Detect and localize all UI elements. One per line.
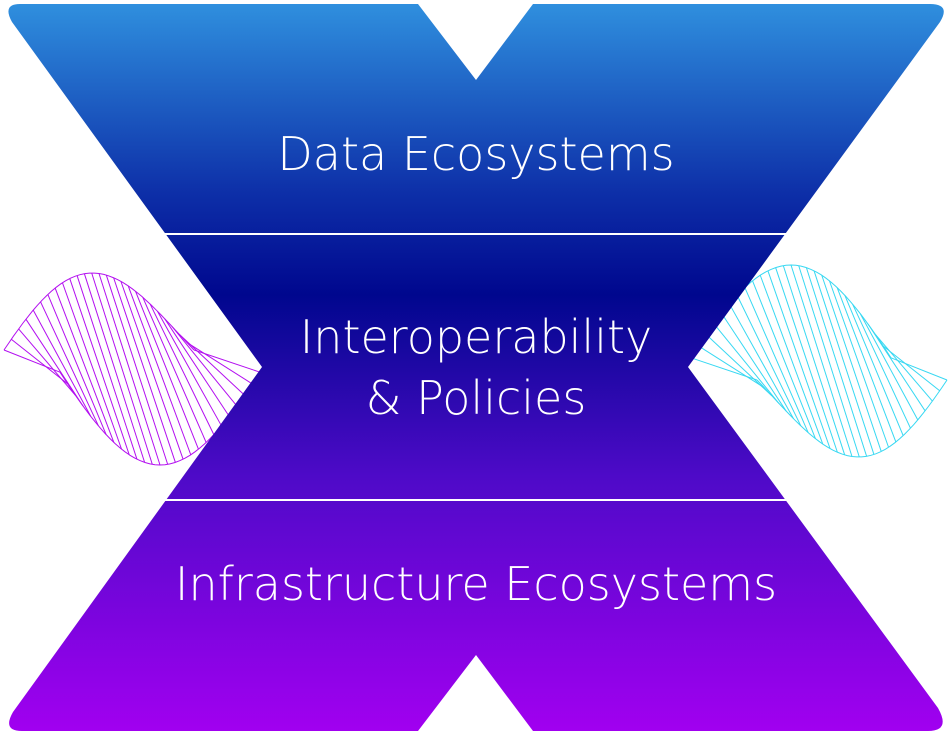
- wave-line: [83, 273, 146, 463]
- wave-line: [690, 357, 758, 381]
- x-shape: [8, 4, 944, 731]
- wave-line: [157, 311, 222, 427]
- wave-line: [859, 313, 919, 421]
- section-label-infrastructure-ecosystems: Infrastructure Ecosystems: [175, 557, 777, 611]
- wave-line: [875, 334, 933, 402]
- wave-line: [91, 272, 153, 465]
- wave-line: [32, 309, 92, 417]
- section-label-interoperability: Interoperability: [300, 310, 653, 364]
- wave-line: [775, 267, 838, 453]
- wave-line: [798, 265, 860, 458]
- wave-line: [69, 278, 130, 455]
- wave-line: [135, 291, 199, 450]
- wave-line: [767, 270, 831, 449]
- wave-line: [186, 341, 253, 385]
- wave-line: [76, 275, 138, 460]
- wave-line: [25, 318, 84, 407]
- wave-line: [805, 267, 868, 457]
- wave-line: [40, 301, 99, 427]
- wave-line: [813, 270, 875, 455]
- wave-line: [127, 285, 192, 455]
- wave-line: [736, 295, 802, 427]
- wave-line: [882, 345, 941, 392]
- wave-line: [113, 277, 176, 463]
- wave-line: [149, 303, 215, 435]
- wave-line: [852, 303, 911, 429]
- wave-outline: [756, 379, 948, 458]
- wave-line: [821, 275, 882, 452]
- wave-line: [164, 318, 230, 417]
- wave-line: [54, 287, 115, 443]
- wave-line: [98, 273, 161, 466]
- wave-line: [713, 323, 780, 404]
- wave-line: [844, 295, 904, 436]
- section-label-policies: & Policies: [366, 371, 587, 425]
- wave-line: [752, 280, 816, 439]
- wave-line: [3, 349, 61, 373]
- wave-line: [790, 264, 853, 457]
- wave-line: [142, 297, 207, 443]
- wave-line: [890, 357, 948, 381]
- wave-line: [105, 274, 169, 465]
- wave-line: [10, 338, 69, 385]
- wave-outline: [3, 272, 195, 351]
- wave-line: [193, 349, 261, 373]
- wave-line: [18, 328, 76, 396]
- wave-line: [867, 323, 926, 412]
- wave-line: [61, 282, 123, 450]
- wave-line: [698, 345, 765, 389]
- section-label-data-ecosystems: Data Ecosystems: [277, 127, 674, 181]
- wave-line: [47, 294, 107, 435]
- right-wave-decoration: [690, 264, 948, 458]
- wave-line: [729, 303, 794, 419]
- wave-line: [759, 275, 824, 445]
- wave-line: [171, 326, 238, 407]
- wave-line: [836, 287, 897, 443]
- wave-line: [782, 265, 846, 456]
- wave-line: [744, 287, 809, 433]
- wave-line: [828, 280, 890, 448]
- wave-line: [721, 313, 787, 412]
- wave-line: [120, 281, 184, 460]
